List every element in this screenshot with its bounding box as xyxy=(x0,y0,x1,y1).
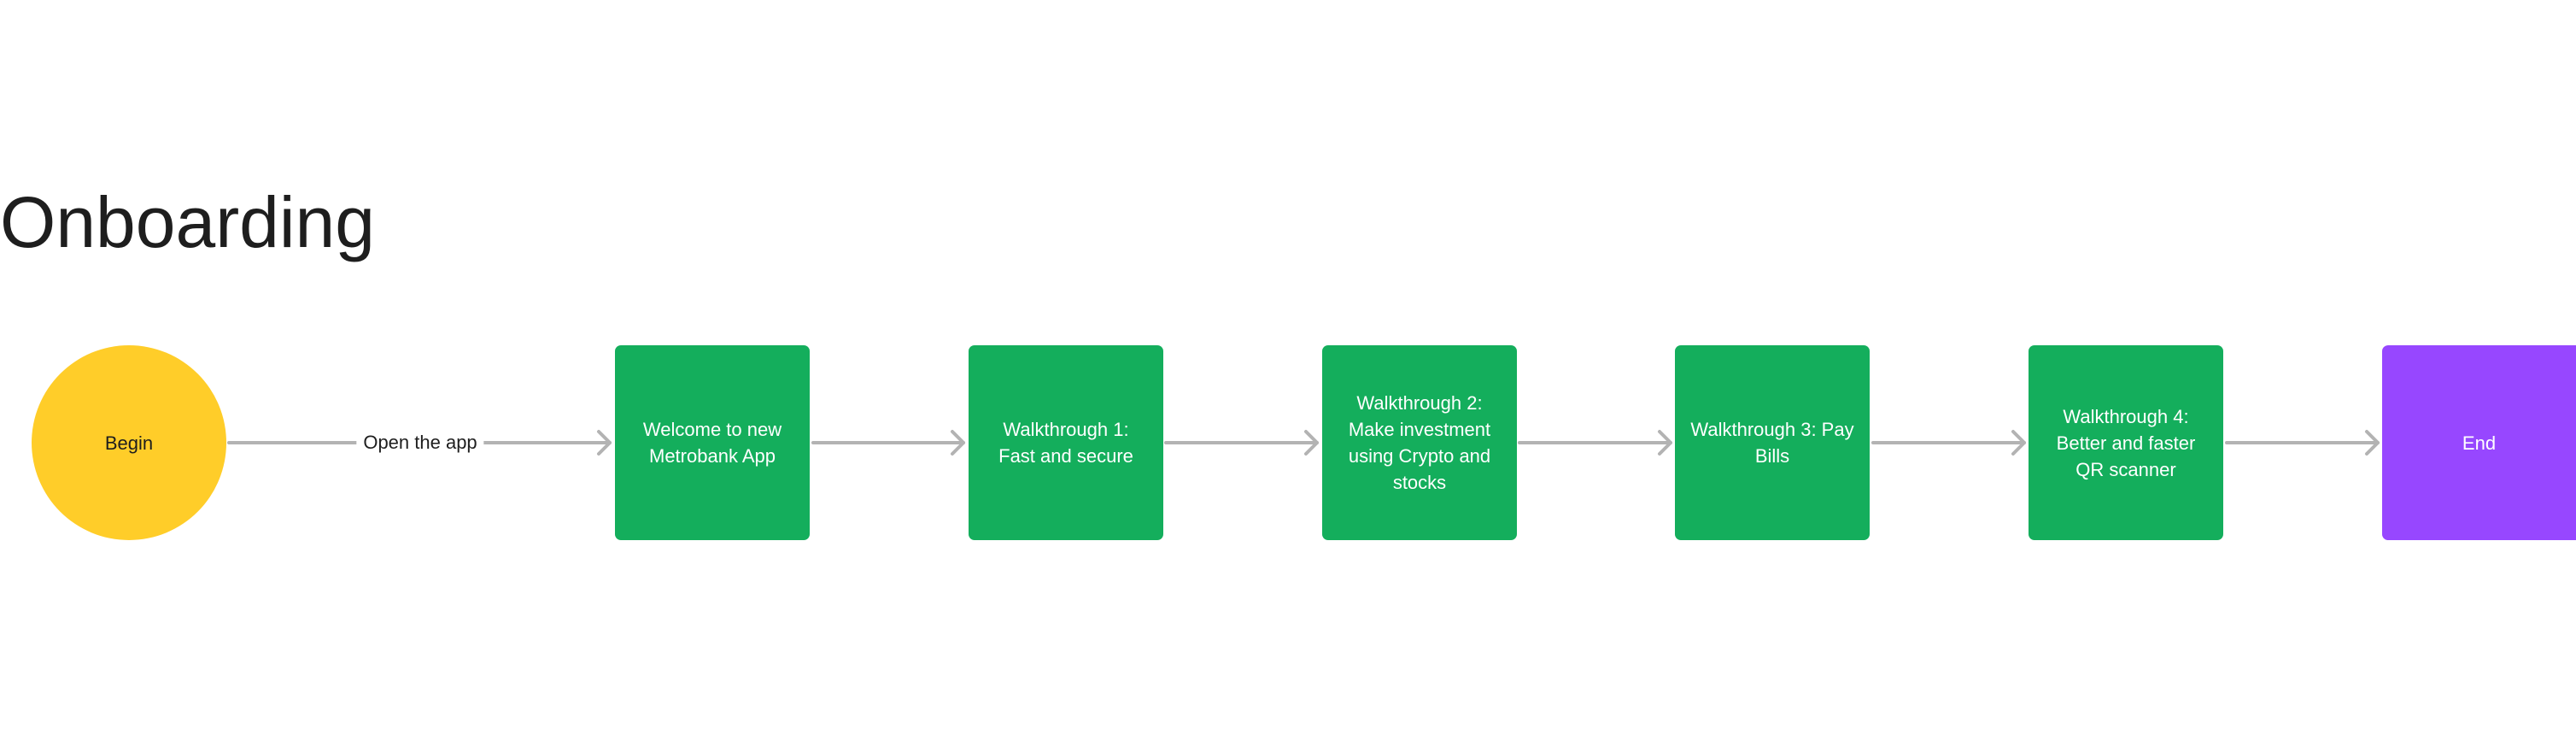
connector-welcome-to-walkthrough1 xyxy=(811,430,965,456)
begin-node[interactable]: Begin xyxy=(32,345,226,540)
connector-label-open-the-app: Open the app xyxy=(356,430,484,456)
walkthrough3-node[interactable]: Walkthrough 3: Pay Bills xyxy=(1675,345,1870,540)
end-node-label: End xyxy=(2462,432,2497,454)
welcome-node[interactable]: Welcome to new Metrobank App xyxy=(615,345,810,540)
walkthrough4-node-label: Walkthrough 4: Better and faster QR scan… xyxy=(2056,405,2196,480)
walkthrough4-node[interactable]: Walkthrough 4: Better and faster QR scan… xyxy=(2029,345,2223,540)
walkthrough1-node-label: Walkthrough 1: Fast and secure xyxy=(998,419,1133,467)
welcome-node-label: Welcome to new Metrobank App xyxy=(642,419,782,467)
connector-walkthrough2-to-walkthrough3 xyxy=(1518,430,1672,456)
connector-walkthrough3-to-walkthrough4 xyxy=(1871,430,2026,456)
end-node[interactable]: End xyxy=(2382,345,2576,540)
walkthrough2-node[interactable]: Walkthrough 2: Make investment using Cry… xyxy=(1322,345,1517,540)
walkthrough2-node-label: Walkthrough 2: Make investment using Cry… xyxy=(1348,392,1491,493)
walkthrough3-node-label: Walkthrough 3: Pay Bills xyxy=(1690,419,1854,467)
connector-walkthrough4-to-end xyxy=(2225,430,2380,456)
begin-node-label: Begin xyxy=(104,432,154,454)
connector-walkthrough1-to-walkthrough2 xyxy=(1164,430,1319,456)
walkthrough1-node[interactable]: Walkthrough 1: Fast and secure xyxy=(969,345,1163,540)
page-title: Onboarding xyxy=(0,182,375,262)
